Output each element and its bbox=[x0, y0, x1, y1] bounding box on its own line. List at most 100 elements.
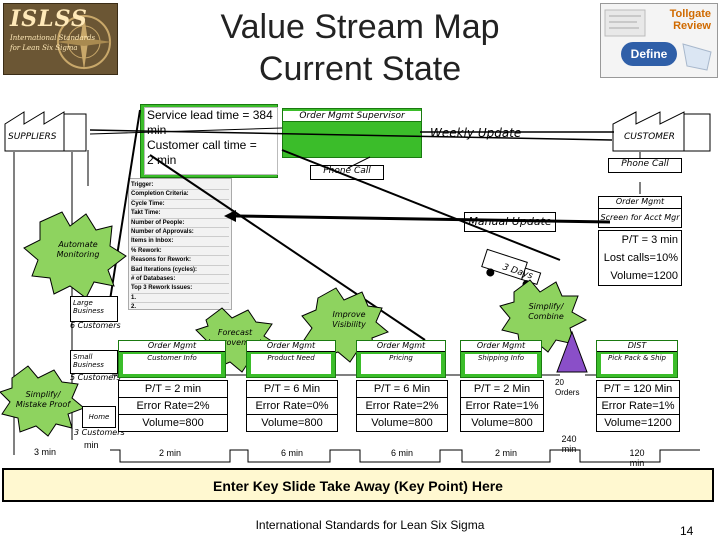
customer-label: CUSTOMER bbox=[624, 132, 675, 142]
check-sheet-row: 1. bbox=[131, 294, 229, 304]
screen-for-acct-label: Screen for Acct Mgr bbox=[598, 208, 682, 228]
inventory-triangle bbox=[556, 330, 588, 373]
large-business-count: 6 Customers bbox=[70, 321, 121, 330]
home-count: 3 Customers bbox=[74, 428, 125, 437]
factory-icon bbox=[4, 111, 87, 152]
process-stat-pt: P/T = 6 Min bbox=[357, 381, 447, 398]
lead-time-line1: Service lead time = 384 bbox=[147, 108, 273, 122]
factory-icon-customer bbox=[612, 111, 711, 152]
process-stat-pt: P/T = 2 Min bbox=[461, 381, 543, 398]
check-sheet-row: Completion Criteria: bbox=[131, 190, 229, 200]
process-head: Order Mgmt bbox=[461, 341, 541, 352]
check-sheet-row: Items in Inbox: bbox=[131, 237, 229, 247]
manual-update-label: Manual Update bbox=[464, 212, 556, 232]
process-stat-err: Error Rate=0% bbox=[247, 398, 337, 415]
timeline-t5: 240 min bbox=[561, 434, 577, 454]
kaizen-burst-automate bbox=[23, 211, 127, 299]
home-label: Home bbox=[88, 413, 110, 421]
process-stat-vol: Volume=800 bbox=[142, 417, 204, 429]
small-business-count: 5 Customers bbox=[70, 373, 121, 382]
process-sub: Pricing bbox=[361, 354, 441, 374]
supervisor-label: Order Mgmt Supervisor bbox=[283, 111, 421, 122]
process-stat-err: Error Rate=1% bbox=[597, 398, 679, 415]
kaizen-simplify-mistake-label: Simplify/ Mistake Proof bbox=[15, 390, 71, 409]
page-title: Value Stream Map Current State bbox=[160, 6, 560, 90]
lead-time-line3: Customer call time = bbox=[147, 138, 257, 152]
customer-lost-calls: Lost calls=10% bbox=[603, 252, 678, 264]
lead-time-box: Service lead time = 384 min Customer cal… bbox=[140, 104, 278, 178]
timeline-t4: 2 min bbox=[494, 448, 517, 458]
logo-sub-1: International Standards bbox=[10, 34, 96, 42]
supervisor-box: Order Mgmt Supervisor bbox=[282, 108, 422, 158]
customer-factory: CUSTOMER bbox=[612, 110, 712, 152]
process-sub: Product Need bbox=[251, 354, 331, 374]
process-stat-vol: Volume=800 bbox=[471, 417, 533, 429]
kaizen-burst-simplify-mistake bbox=[0, 365, 85, 437]
check-sheet-row: Reasons for Rework: bbox=[131, 256, 229, 266]
compass-icon bbox=[56, 14, 112, 70]
lead-time-line4: 2 min bbox=[147, 153, 177, 167]
tollgate-review-panel: Tollgate Review Define bbox=[600, 3, 718, 78]
check-sheet-row: Top 3 Rework Issues: bbox=[131, 284, 229, 294]
lead-time-text: Service lead time = 384 min Customer cal… bbox=[144, 107, 278, 175]
timeline-t3: 6 min bbox=[390, 448, 413, 458]
tollgate-label: Tollgate Review bbox=[670, 8, 711, 32]
small-business-box: Small Business bbox=[70, 350, 118, 374]
process-head: Order Mgmt bbox=[119, 341, 225, 352]
process-stat-vol: Volume=1200 bbox=[604, 417, 672, 429]
logo-text: ISLSS bbox=[10, 6, 88, 32]
process-stat-err: Error Rate=2% bbox=[357, 398, 447, 415]
kaizen-automate-label: Automate Monitoring bbox=[56, 240, 100, 259]
process-stat-err: Error Rate=1% bbox=[461, 398, 543, 415]
page-number: 14 bbox=[680, 524, 694, 538]
tollgate-label-line1: Tollgate bbox=[669, 8, 711, 20]
process-head: Order Mgmt bbox=[357, 341, 445, 352]
key-takeaway[interactable]: Enter Key Slide Take Away (Key Point) He… bbox=[2, 468, 714, 502]
customer-pt: P/T = 3 min bbox=[621, 234, 678, 246]
suppliers-label: SUPPLIERS bbox=[8, 132, 57, 142]
process-stat-pt: P/T = 6 Min bbox=[247, 381, 337, 398]
process-sub: Shipping Info bbox=[465, 354, 537, 374]
check-sheet-row: Takt Time: bbox=[131, 209, 229, 219]
process-stat-pt: P/T = 2 min bbox=[119, 381, 227, 398]
small-business-label: Small Business bbox=[73, 353, 104, 369]
title-line-1: Value Stream Map bbox=[220, 8, 500, 46]
kaizen-forecast-label: Forecast Improvement bbox=[208, 328, 262, 347]
process-stat-vol: Volume=800 bbox=[261, 417, 323, 429]
process-head: Order Mgmt bbox=[247, 341, 335, 352]
define-button[interactable]: Define bbox=[621, 42, 677, 66]
kaizen-burst-simplify-combine bbox=[499, 279, 588, 353]
footer-text: International Standards for Lean Six Sig… bbox=[255, 518, 485, 532]
left-time-b: min bbox=[84, 440, 99, 450]
inventory-orders: 20 Orders bbox=[555, 378, 580, 397]
check-sheet-row: Number of Approvals: bbox=[131, 228, 229, 238]
customer-volume: Volume=1200 bbox=[610, 270, 678, 282]
check-sheet-row: Number of People: bbox=[131, 219, 229, 229]
check-sheet-row: Bad Iterations (cycles): bbox=[131, 266, 229, 276]
customer-stats: P/T = 3 min Lost calls=10% Volume=1200 bbox=[598, 230, 682, 286]
check-sheet-row: Cycle Time: bbox=[131, 200, 229, 210]
process-sub: Pick Pack & Ship bbox=[601, 354, 673, 374]
timeline-t6: 120 min bbox=[629, 448, 645, 468]
timeline-t1: 2 min bbox=[158, 448, 181, 458]
check-sheet-row: 2. bbox=[131, 303, 229, 309]
process-stat-pt: P/T = 120 Min bbox=[597, 381, 679, 398]
check-sheet: Trigger:Completion Criteria:Cycle Time:T… bbox=[128, 178, 232, 310]
process-sub: Customer Info bbox=[123, 354, 221, 374]
kaizen-simplify-combine-label: Simplify/ Combine bbox=[528, 302, 564, 321]
phone-call-right: Phone Call bbox=[608, 158, 682, 173]
process-head: DIST bbox=[597, 341, 677, 352]
left-time-a: 3 min bbox=[34, 447, 57, 457]
process-box: DIST Pick Pack & Ship bbox=[596, 340, 678, 378]
